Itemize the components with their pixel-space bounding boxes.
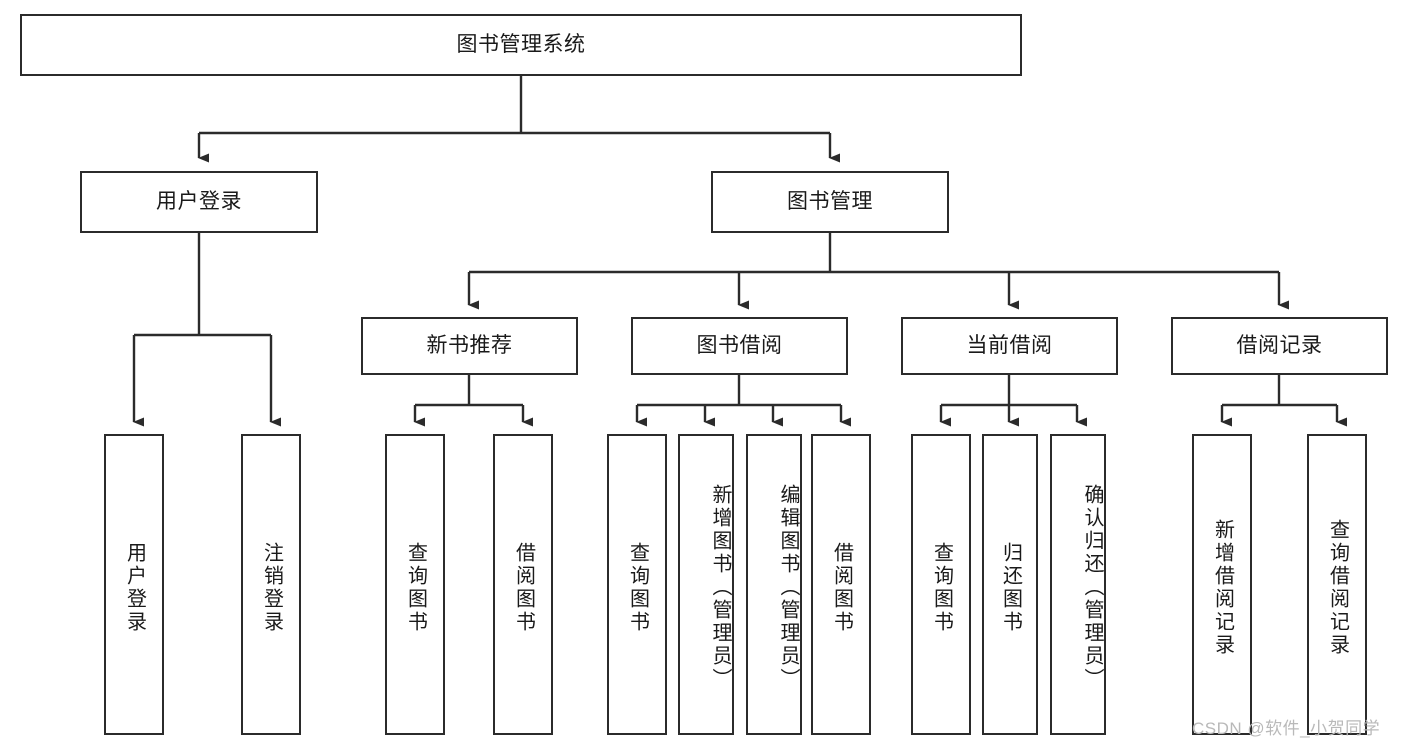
node-book-manage-label: 图书管理: [787, 190, 873, 214]
node-leaf-add-record[interactable]: 新增借阅记录: [1192, 434, 1252, 735]
node-leaf-borrow-book-1[interactable]: 借阅图书: [493, 434, 553, 735]
node-new-book-rec[interactable]: 新书推荐: [361, 317, 578, 375]
node-leaf-query-record-label: 查询借阅记录: [1326, 518, 1349, 657]
node-user-login[interactable]: 用户登录: [80, 171, 318, 233]
node-leaf-logout[interactable]: 注销登录: [241, 434, 301, 735]
node-leaf-confirm-return[interactable]: 确认归还（管理员）: [1050, 434, 1106, 735]
node-leaf-edit-book[interactable]: 编辑图书（管理员）: [746, 434, 802, 735]
node-leaf-user-login[interactable]: 用户登录: [104, 434, 164, 735]
node-leaf-borrow-book-2-label: 借阅图书: [830, 541, 853, 634]
node-leaf-borrow-book-2[interactable]: 借阅图书: [811, 434, 871, 735]
node-leaf-return-book-label: 归还图书: [999, 541, 1022, 634]
node-leaf-query-book-1-label: 查询图书: [404, 541, 427, 634]
node-root[interactable]: 图书管理系统: [20, 14, 1022, 76]
node-leaf-query-book-2[interactable]: 查询图书: [607, 434, 667, 735]
node-current-borrow[interactable]: 当前借阅: [901, 317, 1118, 375]
node-book-borrow[interactable]: 图书借阅: [631, 317, 848, 375]
node-book-borrow-label: 图书借阅: [696, 334, 783, 358]
node-leaf-return-book[interactable]: 归还图书: [982, 434, 1038, 735]
node-leaf-query-record[interactable]: 查询借阅记录: [1307, 434, 1367, 735]
node-leaf-query-book-2-label: 查询图书: [626, 541, 649, 634]
node-leaf-edit-book-label: 编辑图书（管理员）: [777, 484, 799, 691]
node-leaf-user-login-label: 用户登录: [123, 541, 146, 634]
node-leaf-query-book-3-label: 查询图书: [930, 541, 953, 634]
node-new-book-rec-label: 新书推荐: [426, 334, 513, 358]
node-borrow-record-label: 借阅记录: [1236, 334, 1323, 358]
node-current-borrow-label: 当前借阅: [966, 334, 1053, 358]
node-user-login-label: 用户登录: [156, 190, 242, 214]
csdn-watermark: CSDN @软件_小贺同学: [1192, 719, 1381, 738]
node-leaf-borrow-book-1-label: 借阅图书: [512, 541, 535, 634]
node-leaf-add-book-label: 新增图书（管理员）: [709, 484, 731, 691]
node-leaf-logout-label: 注销登录: [260, 541, 283, 634]
node-leaf-query-book-1[interactable]: 查询图书: [385, 434, 445, 735]
node-leaf-confirm-return-label: 确认归还（管理员）: [1081, 484, 1103, 691]
node-leaf-query-book-3[interactable]: 查询图书: [911, 434, 971, 735]
node-leaf-add-record-label: 新增借阅记录: [1211, 518, 1234, 657]
node-borrow-record[interactable]: 借阅记录: [1171, 317, 1388, 375]
node-leaf-add-book[interactable]: 新增图书（管理员）: [678, 434, 734, 735]
node-book-manage[interactable]: 图书管理: [711, 171, 949, 233]
node-root-label: 图书管理系统: [456, 33, 586, 57]
